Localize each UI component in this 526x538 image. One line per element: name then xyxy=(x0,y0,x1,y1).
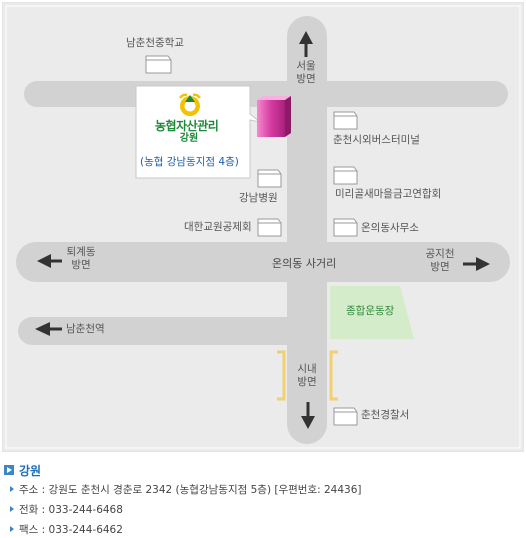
direction-station-label: 남춘천역 xyxy=(66,323,105,335)
arrow-east-icon xyxy=(463,257,490,271)
building-terminal-icon xyxy=(333,111,358,130)
bullet-arrow-icon xyxy=(10,506,14,512)
landmark-bus-terminal-label: 춘천시외버스터미널 xyxy=(333,134,420,146)
landmark-school-label: 남춘천중학교 xyxy=(126,37,184,49)
building-community-office-icon xyxy=(333,218,358,237)
arrow-west-icon xyxy=(37,254,62,268)
direction-west-label: 퇴계동 방면 xyxy=(66,246,96,272)
branch-office-name: (농협 강남동지점 4층) xyxy=(140,156,239,168)
phone-text: 전화 : 033-244-6468 xyxy=(19,503,123,516)
branch-logo-text: 농협자산관리 xyxy=(155,119,219,133)
arrow-south-icon xyxy=(301,402,315,429)
building-teachers-union-icon xyxy=(257,218,282,237)
fax-text: 팩스 : 033-244-6462 xyxy=(19,523,123,536)
road-main-east-west xyxy=(16,242,510,282)
building-school-icon xyxy=(145,55,172,74)
contact-title: 강원 xyxy=(4,462,522,478)
branch-callout xyxy=(135,85,261,179)
play-square-icon xyxy=(4,465,14,475)
building-hospital-icon xyxy=(257,169,282,188)
address-text: 주소 : 강원도 춘천시 경춘로 2342 (농협강남동지점 5층) [우편번호… xyxy=(19,483,362,496)
contact-info: 강원 주소 : 강원도 춘천시 경춘로 2342 (농협강남동지점 5층) [우… xyxy=(4,462,522,538)
arrow-north-icon xyxy=(299,31,313,57)
branch-logo-sub: 강원 xyxy=(179,133,199,144)
bullet-arrow-icon xyxy=(10,486,14,492)
road-lower xyxy=(18,317,290,345)
direction-east-label: 공지천 방면 xyxy=(425,248,455,274)
phone-row: 전화 : 033-244-6468 xyxy=(10,500,522,518)
location-map xyxy=(2,2,524,452)
direction-north-label: 서울 방면 xyxy=(296,60,316,86)
stadium-area xyxy=(330,286,414,339)
building-credit-union-icon xyxy=(333,166,358,185)
contact-title-text: 강원 xyxy=(19,463,42,478)
landmark-hospital-label: 강남병원 xyxy=(239,192,278,204)
branch-location-pin xyxy=(257,96,291,137)
address-row: 주소 : 강원도 춘천시 경춘로 2342 (농협강남동지점 5층) [우편번호… xyxy=(10,480,522,498)
fax-row: 팩스 : 033-244-6462 xyxy=(10,520,522,538)
arrow-station-icon xyxy=(35,322,62,336)
nh-logo-icon xyxy=(179,93,201,116)
landmark-police-label: 춘천경찰서 xyxy=(361,409,410,421)
landmark-credit-union-label: 미리골새마을금고연합회 xyxy=(335,188,442,200)
city-direction-bracket xyxy=(277,350,338,401)
bullet-arrow-icon xyxy=(10,526,14,532)
landmark-stadium-label: 종합운동장 xyxy=(346,305,395,317)
direction-south-label: 시내 방면 xyxy=(297,363,317,389)
landmark-teachers-union-label: 대한교원공제회 xyxy=(184,221,252,233)
building-police-icon xyxy=(333,407,358,426)
intersection-label: 온의동 사거리 xyxy=(272,257,337,270)
landmark-community-office-label: 온의동사무소 xyxy=(361,222,419,234)
